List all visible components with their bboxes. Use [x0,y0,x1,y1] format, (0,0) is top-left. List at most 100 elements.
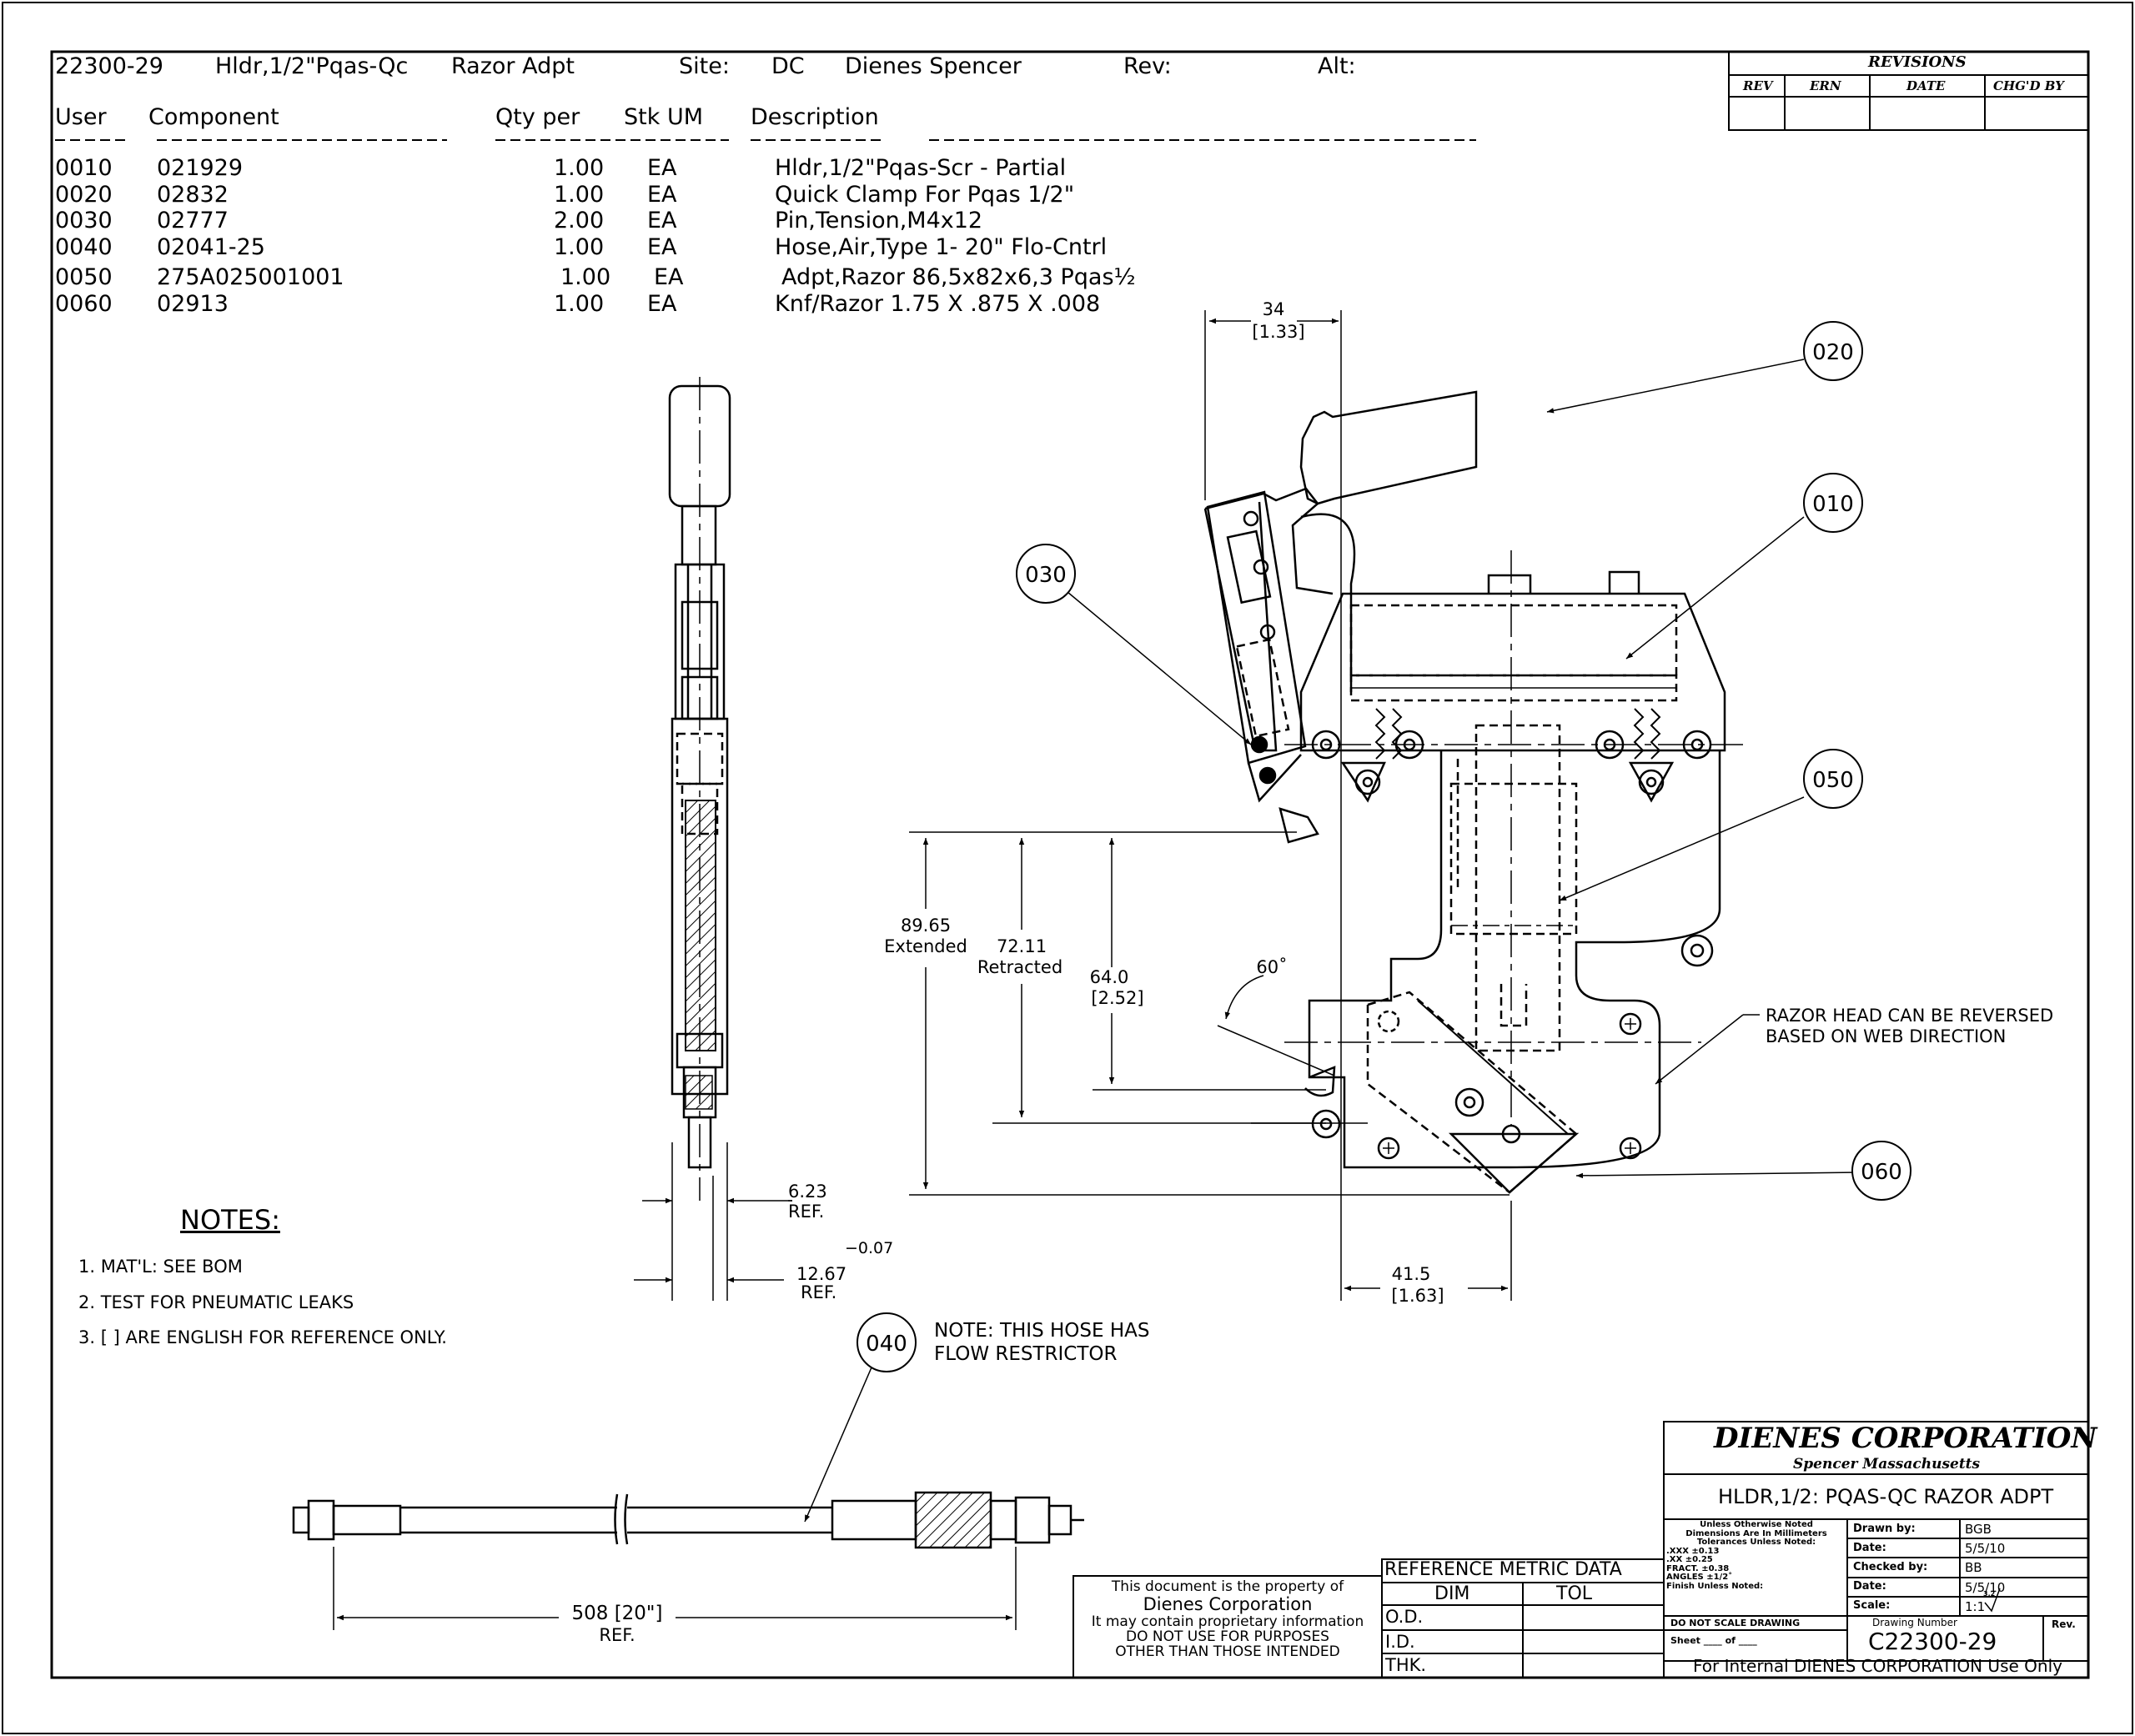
bom-qty: 1.00 [554,155,605,181]
refdata-dim: DIM [1434,1583,1470,1604]
bom-um: EA [647,155,677,181]
bom-um: EA [647,182,677,208]
front-view [1203,390,1743,1194]
bom-description: Adpt,Razor 86,5x82x6,3 Pqas½ [781,264,1136,290]
bom-col-qty: Qty per [495,104,580,130]
razor-note-line-1: RAZOR HEAD CAN BE REVERSED [1766,1006,2053,1026]
razor-note-line-2: BASED ON WEB DIRECTION [1766,1026,2006,1046]
bom-qty: 2.00 [554,208,605,233]
date-label: Date: [1853,1580,1886,1593]
bom-component: 02777 [157,208,229,233]
finish-check-icon [1984,1588,2001,1613]
bom-user: 0050 [55,264,113,290]
hose-note-line-2: FLOW RESTRICTOR [934,1343,1118,1365]
scale: 1:1 [1965,1599,1986,1614]
scale-label: Scale: [1853,1599,1891,1612]
dim-508-ref: REF. [599,1625,635,1645]
rev-label: Rev: [1123,53,1172,79]
bom-component: 021929 [157,155,244,181]
dim-72-11: 72.11 [997,936,1047,956]
tolerance-block: Unless Otherwise Noted Dimensions Are In… [1666,1520,1846,1591]
tol-line: FRACT. ±0.38 [1666,1563,1730,1573]
footer-use-only: For Internal DIENES CORPORATION Use Only [1693,1656,2062,1676]
bom-col-description: Description [751,104,879,130]
bom-col-component: Component [148,104,279,130]
dim-extended: Extended [884,936,967,956]
bom-col-um: Stk UM [624,104,704,130]
bom-col-user: User [55,104,107,130]
tol-line: Unless Otherwise Noted [1700,1520,1813,1529]
note-item: 3. [ ] ARE ENGLISH FOR REFERENCE ONLY. [78,1327,447,1347]
rev-label-tb: Rev. [2052,1618,2076,1630]
callout-030: 030 [1016,544,1076,604]
bom-qty: 1.00 [560,264,611,290]
dim-34: 34 [1263,299,1285,319]
sheet-of: Sheet ____ of ____ [1670,1635,1757,1646]
site-label: Site: [679,53,730,79]
bom-user: 0030 [55,208,113,233]
side-view [668,377,731,1201]
dim-508: 508 [20"] [571,1603,662,1624]
drawn-date: 5/5/10 [1965,1541,2006,1556]
revisions-table [1728,51,2089,131]
dim-12-67: 12.67 [796,1264,846,1284]
no-scale-note: DO NOT SCALE DRAWING [1670,1618,1801,1628]
bom-qty: 1.00 [554,234,605,260]
refdata-title: REFERENCE METRIC DATA [1384,1559,1622,1580]
refdata-tol: TOL [1556,1583,1593,1604]
property-line: This document is the property of [1111,1578,1344,1595]
callout-040-label: 040 [866,1332,907,1357]
bom-um: EA [647,234,677,260]
bom-description: Hldr,1/2"Pqas-Scr - Partial [775,155,1067,181]
bom-um: EA [647,291,677,317]
property-line: DO NOT USE FOR PURPOSES [1126,1628,1329,1645]
finish-symbol: 3.2 [1983,1590,1996,1598]
bom-user: 0060 [55,291,113,317]
revisions-title: REVISIONS [1868,53,1967,71]
alt-label: Alt: [1318,53,1356,79]
bom-um: EA [647,208,677,233]
bom-um: EA [654,264,684,290]
tol-line: Tolerances Unless Noted: [1696,1538,1816,1547]
bom-component: 275A025001001 [157,264,344,290]
company-location: Spencer Massachusetts [1793,1456,1981,1473]
drawing-title: HLDR,1/2: PQAS-QC RAZOR ADPT [1718,1485,2054,1508]
dim-34-in: [1.33] [1252,322,1304,342]
note-item: 2. TEST FOR PNEUMATIC LEAKS [78,1292,354,1312]
dim-64-0-in: [2.52] [1091,988,1143,1008]
bom-component: 02913 [157,291,229,317]
refdata-row: I.D. [1385,1632,1415,1652]
callout-040: 040 [857,1312,917,1372]
bom-qty: 1.00 [554,182,605,208]
part-description: Hldr,1/2"Pqas-Qc [215,53,409,79]
company-name: DIENES CORPORATION [1714,1422,2097,1455]
hose-assembly [292,1491,1084,1549]
checked-by: BB [1965,1560,1982,1575]
bom-component: 02832 [157,182,229,208]
bom-qty: 1.00 [554,291,605,317]
hose-note-line-1: NOTE: THIS HOSE HAS [934,1320,1149,1342]
property-line: OTHER THAN THOSE INTENDED [1115,1643,1340,1660]
tol-line: .XXX ±0.13 [1666,1546,1720,1556]
dim-12-67-tol: −0.07 [845,1239,893,1257]
site-name: Dienes Spencer [845,53,1022,79]
tol-line: Dimensions Are In Millimeters [1685,1528,1827,1538]
revisions-col-date: DATE [1906,78,1946,93]
bom-user: 0040 [55,234,113,260]
bom-description: Quick Clamp For Pqas 1/2" [775,182,1075,208]
part-number: 22300-29 [55,53,163,79]
checked-by-label: Checked by: [1853,1561,1928,1573]
property-line: Dienes Corporation [1143,1594,1313,1614]
dim-retracted: Retracted [977,957,1062,977]
property-notice: This document is the property of Dienes … [1073,1579,1382,1659]
callout-050-label: 050 [1812,768,1854,793]
side-view-dimensions [634,1142,792,1301]
callout-060: 060 [1851,1141,1911,1201]
dim-41-5-in: [1.63] [1391,1286,1444,1306]
callout-020-label: 020 [1812,340,1854,365]
callout-050: 050 [1803,749,1863,809]
dim-64-0: 64.0 [1090,967,1129,987]
front-view-dimensions [804,310,1861,1523]
